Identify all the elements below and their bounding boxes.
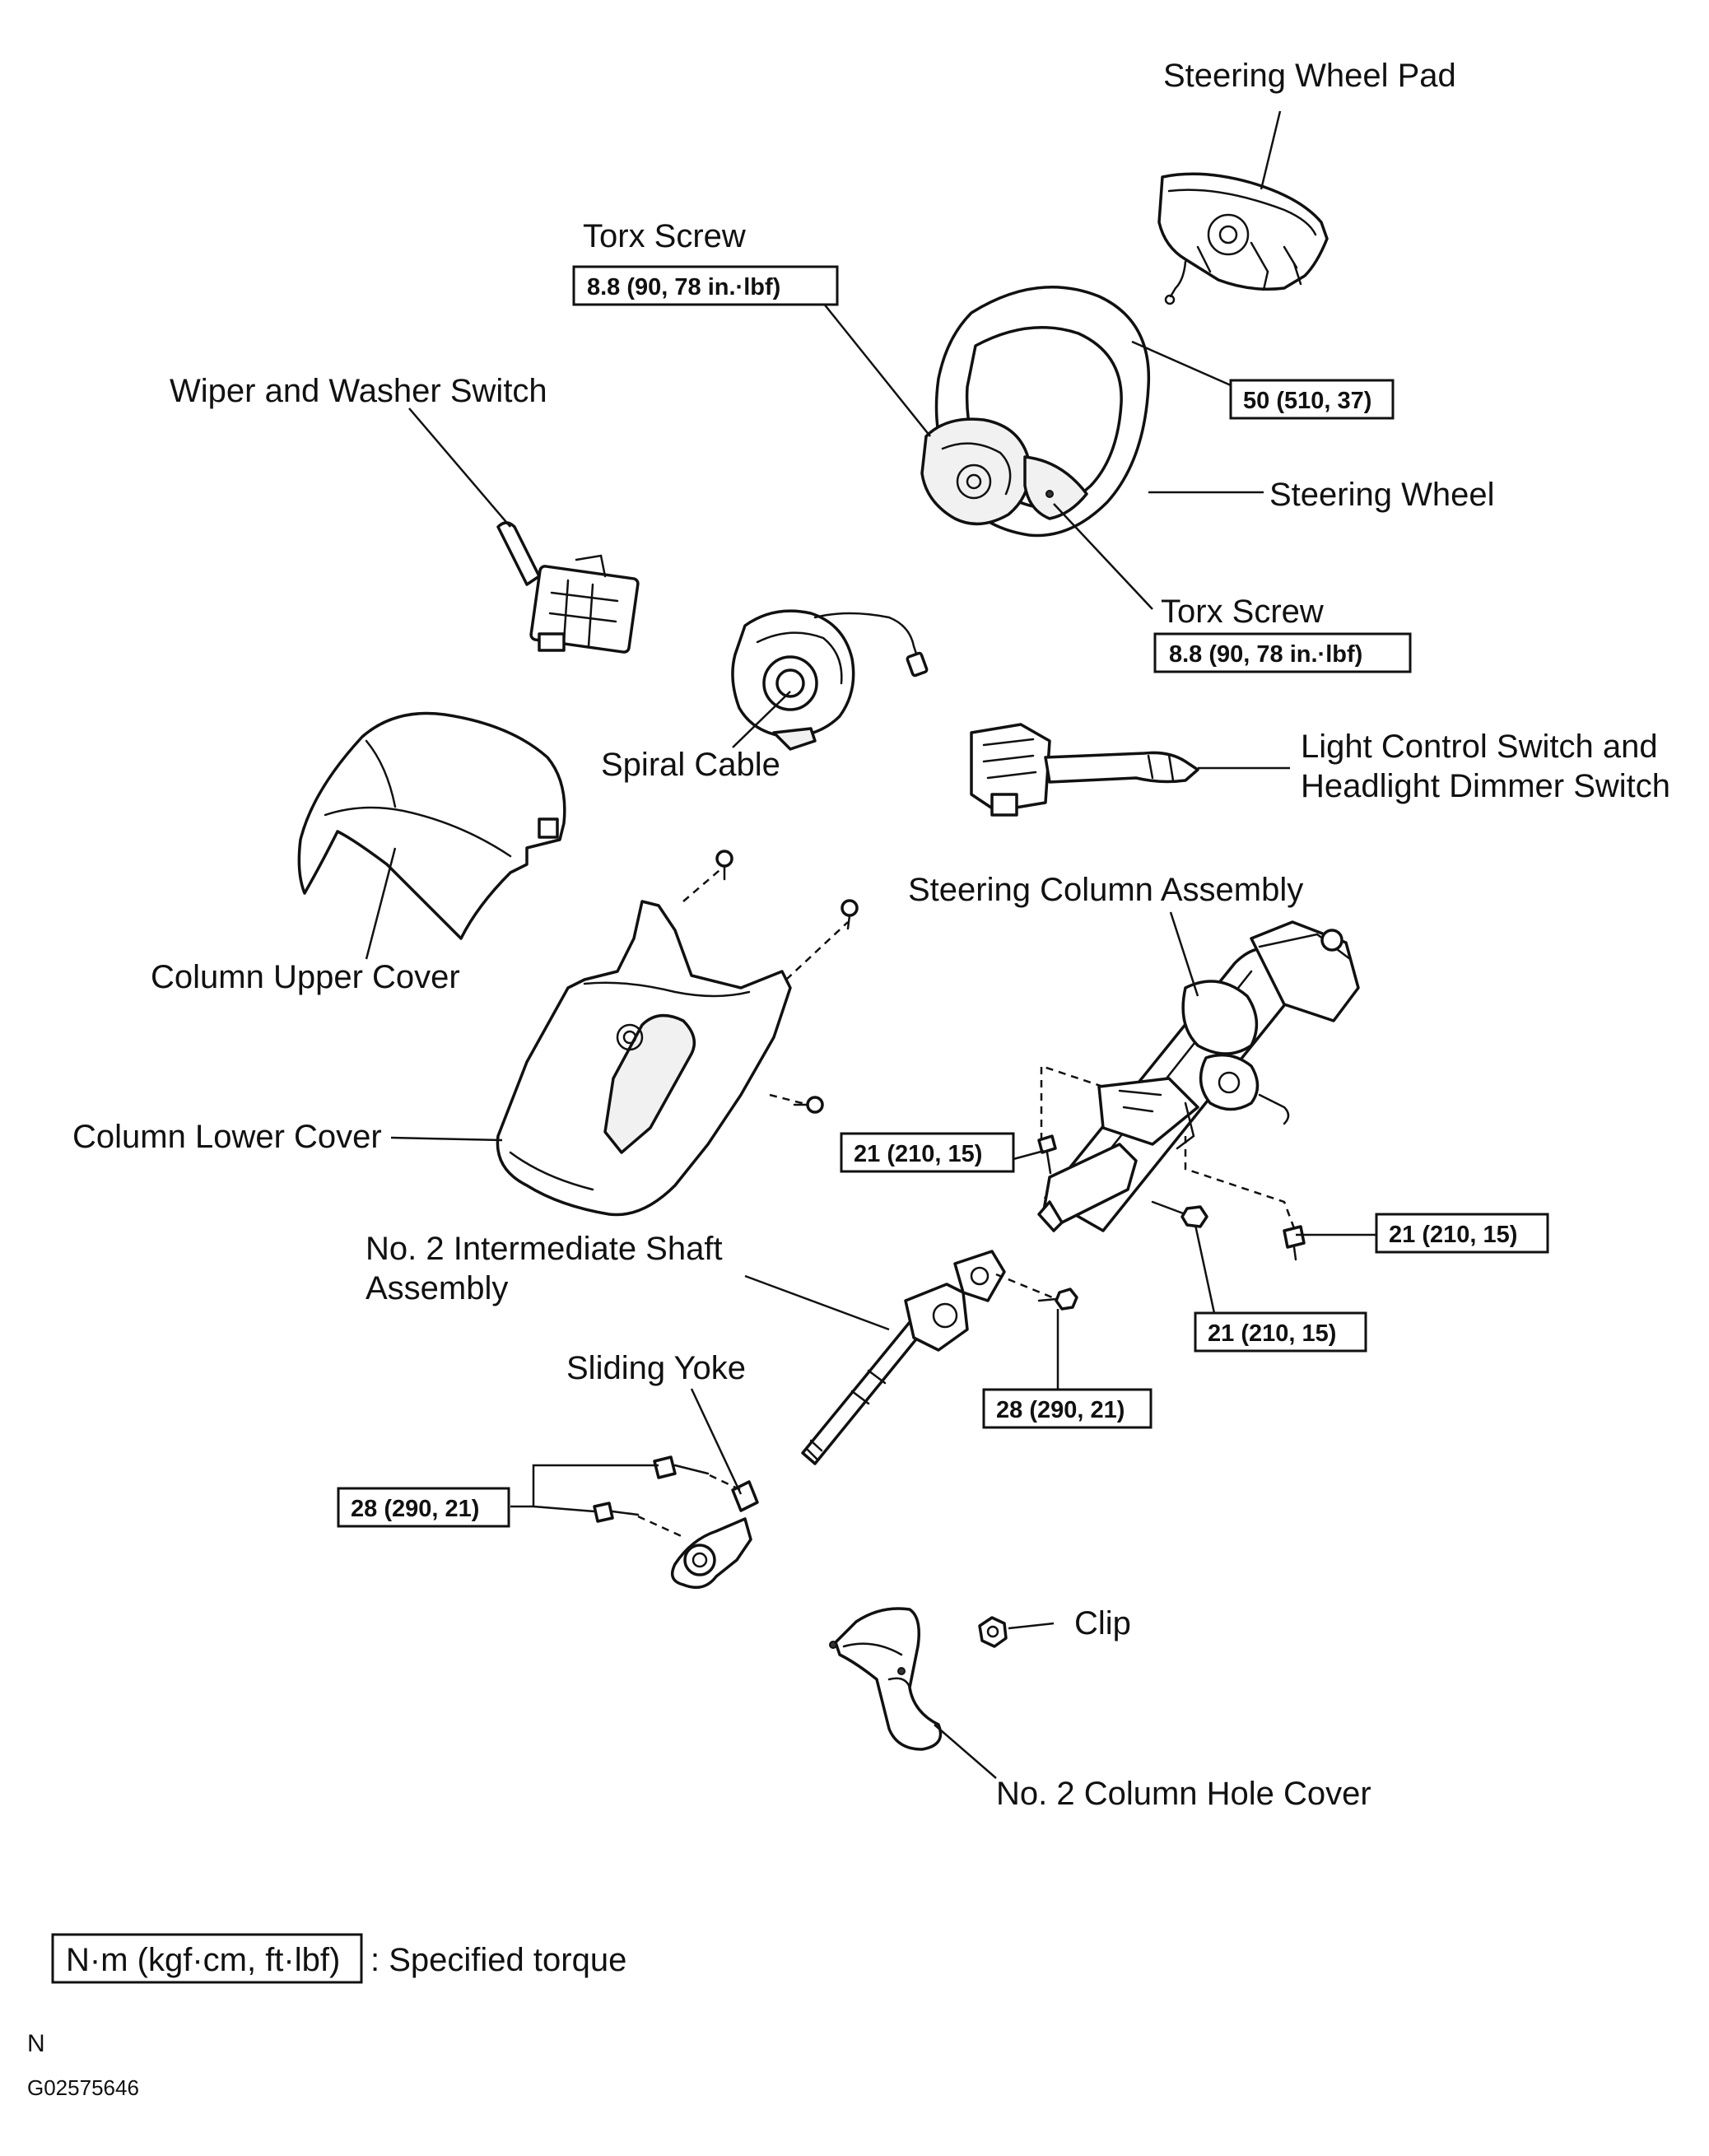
legend-unit-box: N·m (kgf·cm, ft·lbf) — [66, 1942, 340, 1978]
label-column-lower-cover: Column Lower Cover — [72, 1119, 382, 1155]
column-bolts — [1037, 1134, 1306, 1261]
column-upper-cover-part — [297, 711, 566, 940]
figure-footer: N G02575646 — [27, 2030, 139, 2100]
steering-wheel-pad-part — [1157, 172, 1329, 305]
label-column-hole-cover: No. 2 Column Hole Cover — [996, 1776, 1371, 1812]
figure-id: G02575646 — [27, 2075, 139, 2100]
svg-text:21 (210, 15): 21 (210, 15) — [1208, 1320, 1336, 1347]
svg-text:28 (290, 21): 28 (290, 21) — [351, 1496, 479, 1522]
label-spiral-cable: Spiral Cable — [601, 747, 780, 783]
label-sliding-yoke: Sliding Yoke — [566, 1350, 746, 1386]
torque-box-sliding-yoke: 28 (290, 21) — [337, 1487, 510, 1528]
cover-screws — [715, 850, 859, 1114]
torque-box-intermediate-shaft: 28 (290, 21) — [982, 1388, 1153, 1429]
column-hole-cover-part — [829, 1607, 1008, 1751]
column-lower-cover-part — [496, 900, 792, 1217]
svg-text:8.8 (90, 78 in.·lbf): 8.8 (90, 78 in.·lbf) — [587, 274, 780, 300]
torque-box-wheel-nut: 50 (510, 37) — [1229, 379, 1395, 420]
label-steering-column-assembly: Steering Column Assembly — [908, 872, 1303, 908]
label-torx-screw-top: Torx Screw — [583, 218, 746, 254]
label-wiper-washer-switch: Wiper and Washer Switch — [170, 373, 547, 409]
svg-text:28 (290, 21): 28 (290, 21) — [996, 1397, 1125, 1423]
torque-box-column-bottom: 21 (210, 15) — [1194, 1311, 1367, 1353]
intermediate-shaft-part — [801, 1250, 1078, 1465]
part-labels: Steering Wheel Pad Torx Screw Wiper and … — [72, 58, 1670, 1812]
svg-text:50 (510, 37): 50 (510, 37) — [1243, 388, 1371, 414]
light-control-switch-part — [970, 723, 1199, 817]
label-clip: Clip — [1074, 1605, 1131, 1641]
steering-column-assembly-part — [1037, 920, 1360, 1232]
torque-box-column-left: 21 (210, 15) — [840, 1132, 1015, 1173]
torque-box-column-right: 21 (210, 15) — [1375, 1213, 1549, 1254]
leader-lines — [365, 110, 1376, 1779]
footer-letter: N — [27, 2030, 45, 2057]
torque-legend: N·m (kgf·cm, ft·lbf) : Specified torque — [51, 1933, 626, 1984]
svg-text:21 (210, 15): 21 (210, 15) — [854, 1141, 982, 1167]
torque-box-torx-bottom: 8.8 (90, 78 in.·lbf) — [1153, 632, 1412, 673]
torque-box-torx-top: 8.8 (90, 78 in.·lbf) — [572, 265, 839, 306]
torque-specs: 8.8 (90, 78 in.·lbf) 50 (510, 37) 8.8 (9… — [337, 265, 1549, 1528]
label-column-upper-cover: Column Upper Cover — [151, 959, 460, 995]
wiper-washer-switch-part — [496, 521, 640, 654]
legend-description: : Specified torque — [370, 1942, 626, 1978]
svg-text:21 (210, 15): 21 (210, 15) — [1389, 1222, 1517, 1248]
label-torx-screw-bottom: Torx Screw — [1161, 594, 1324, 630]
label-light-control-switch-2: Headlight Dimmer Switch — [1301, 768, 1670, 804]
label-light-control-switch-1: Light Control Switch and — [1301, 729, 1658, 765]
label-steering-wheel: Steering Wheel — [1269, 477, 1494, 513]
svg-text:8.8 (90, 78 in.·lbf): 8.8 (90, 78 in.·lbf) — [1169, 641, 1362, 668]
label-steering-wheel-pad: Steering Wheel Pad — [1163, 58, 1456, 94]
label-intermediate-shaft-2: Assembly — [366, 1270, 508, 1306]
spiral-cable-part — [731, 609, 929, 751]
label-intermediate-shaft-1: No. 2 Intermediate Shaft — [366, 1231, 723, 1267]
steering-wheel-part — [920, 286, 1151, 538]
